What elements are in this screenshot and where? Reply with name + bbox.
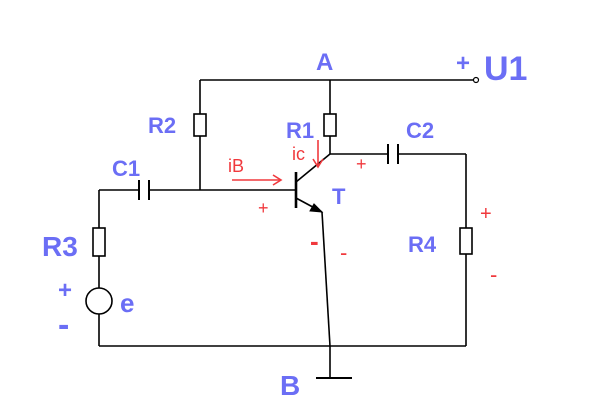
label-r2: R2 (148, 113, 176, 138)
transistor-t (294, 172, 324, 213)
label-c1: C1 (112, 156, 140, 181)
component-labels: A + U1 R2 R1 C2 C1 T R3 R4 + e - B (42, 49, 527, 401)
r4-plus-sign: + (480, 203, 492, 225)
r4-minus-sign: - (490, 262, 497, 287)
wires (98, 79, 474, 378)
emitter-arrow-icon (309, 203, 324, 213)
label-e: e (120, 288, 134, 318)
base-plus-sign: + (258, 198, 269, 218)
resistor-r2-icon (193, 113, 207, 137)
u1-terminal-icon (472, 76, 480, 84)
node-label-a: A (316, 49, 333, 76)
wire-transistor-collector (295, 153, 331, 183)
source-plus-sign: + (58, 277, 72, 304)
current-arrows (232, 140, 324, 186)
capacitors (138, 144, 399, 200)
resistors (92, 113, 473, 257)
label-t: T (332, 184, 346, 209)
label-c2: C2 (406, 118, 434, 143)
resistor-r1-icon (323, 113, 337, 137)
node-label-b: B (280, 370, 300, 401)
u1-plus-sign: + (456, 50, 470, 77)
emitter-minus-sign-1: - (310, 226, 319, 256)
ic-arrowhead-icon (312, 158, 324, 169)
polarity-annotations: iB ic + + - - + - (228, 144, 497, 287)
resistor-r4-icon (459, 227, 473, 255)
wire-emitter-down (321, 211, 331, 347)
label-r4: R4 (408, 232, 437, 257)
resistor-r3-icon (92, 227, 106, 257)
label-ic: ic (292, 144, 305, 164)
source-minus-sign: - (58, 306, 69, 344)
emitter-minus-sign-2: - (340, 240, 347, 265)
label-ib: iB (228, 156, 244, 176)
label-r1: R1 (286, 118, 314, 143)
node-label-u1: U1 (484, 50, 527, 88)
voltage-source-e-icon (85, 287, 113, 315)
ib-arrowhead-icon (272, 174, 283, 186)
collector-plus-sign: + (356, 154, 367, 174)
label-r3: R3 (42, 231, 78, 262)
